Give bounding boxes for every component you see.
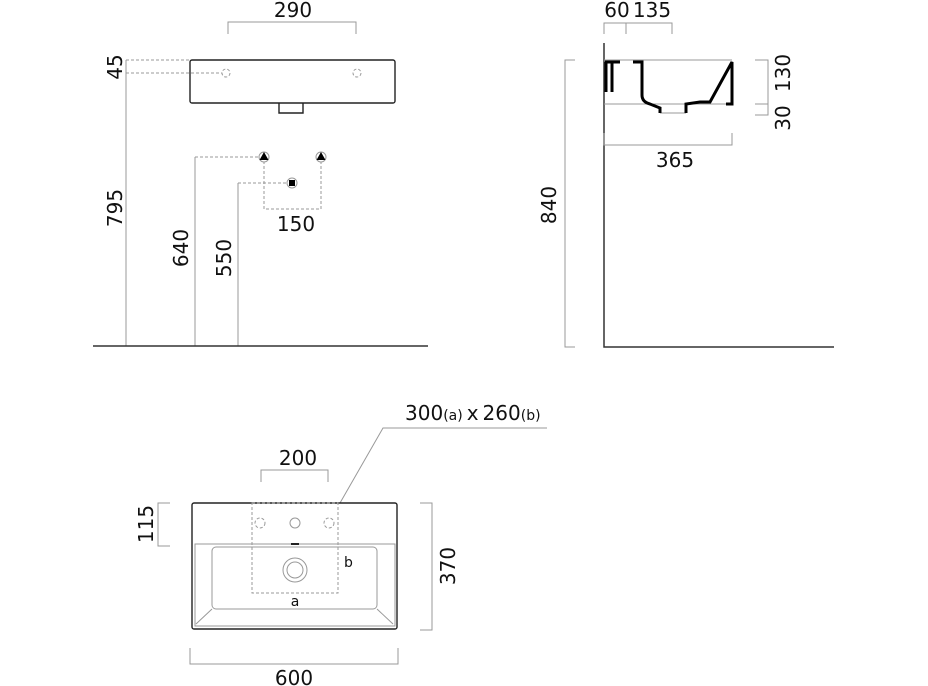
dim-290: 290	[274, 0, 312, 22]
waste-icon	[286, 177, 298, 189]
front-elevation: 290 45 795 150 640 550	[93, 0, 428, 347]
bowl-corner-lines	[195, 608, 394, 625]
tap-hole-center	[289, 517, 301, 529]
tap-hole-right	[352, 68, 362, 78]
tap-hole-right	[323, 517, 335, 529]
basin-bowl-edge	[194, 543, 396, 627]
dim-150: 150	[277, 212, 315, 236]
supply-right-icon	[315, 151, 327, 163]
dim-795: 795	[103, 189, 127, 227]
dim-bracket-200	[260, 469, 329, 482]
dim-bracket-365	[603, 133, 733, 146]
drain-inner	[286, 561, 304, 579]
basin-front	[189, 59, 396, 104]
cutout-leader-line	[339, 427, 547, 504]
dim-bracket-115	[157, 502, 170, 547]
dim-lines-45	[126, 59, 222, 74]
dim-135: 135	[633, 0, 671, 22]
label-b: b	[344, 555, 353, 571]
label-a: a	[291, 594, 300, 610]
overflow	[291, 543, 299, 545]
dim-bracket-290	[227, 21, 357, 34]
dim-bracket-840	[564, 59, 575, 348]
drain-front	[278, 103, 304, 114]
dim-60: 60	[604, 0, 629, 22]
dim-115: 115	[134, 505, 158, 543]
dim-bracket-600	[189, 648, 399, 665]
supply-dash-lines	[195, 156, 322, 210]
dim-840: 840	[537, 186, 561, 224]
dim-130: 130	[771, 54, 795, 92]
dim-550: 550	[212, 239, 236, 277]
supply-dim-lines	[194, 157, 239, 346]
basin-section	[604, 59, 734, 114]
tap-hole-left	[254, 517, 266, 529]
dim-365: 365	[656, 148, 694, 172]
dim-640: 640	[169, 229, 193, 267]
dim-30: 30	[771, 105, 795, 130]
dim-bracket-top	[603, 22, 673, 34]
side-elevation: 60 135 840 130 30 365	[537, 0, 834, 348]
dim-bracket-370	[420, 502, 433, 631]
cutout-area	[251, 502, 339, 594]
basin-outline	[191, 502, 398, 630]
drain-outer	[282, 557, 308, 583]
supply-left-icon	[258, 151, 270, 163]
dim-45: 45	[103, 54, 127, 79]
tap-hole-left	[221, 68, 231, 78]
dim-600: 600	[275, 666, 313, 686]
dim-200: 200	[279, 446, 317, 470]
dim-bracket-right	[755, 59, 769, 116]
basin-bowl-floor	[211, 546, 378, 610]
dim-370: 370	[436, 547, 460, 585]
